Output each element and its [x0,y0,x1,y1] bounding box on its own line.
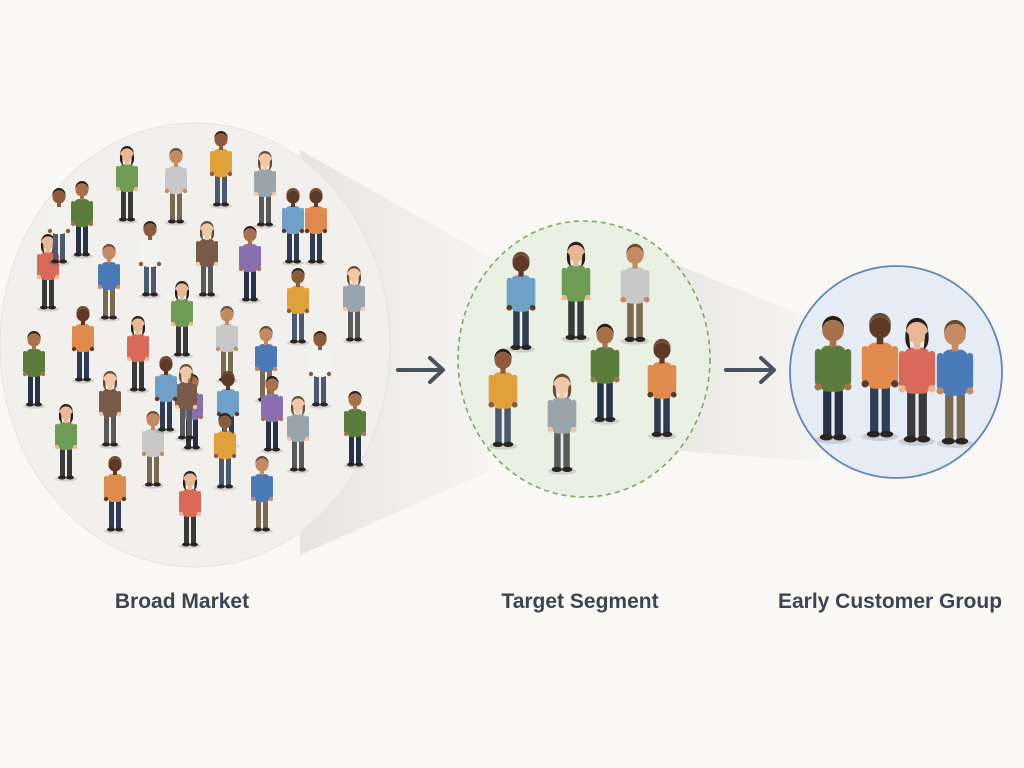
arrow-right-icon [724,356,776,384]
target-segment-people [488,241,677,475]
person-icon [936,319,974,448]
person-icon [488,348,518,450]
person-icon [547,373,577,475]
person-icon [260,376,284,454]
person-icon [620,243,650,345]
person-icon [209,131,233,209]
person-icon [213,413,237,491]
person-icon [343,391,367,469]
person-icon [178,471,202,549]
person-icon [506,251,536,353]
person-icon [342,266,366,344]
person-icon [590,323,620,425]
person-icon [54,404,78,482]
person-icon [174,364,198,442]
funnel-connector-2 [670,262,820,462]
person-icon [647,338,677,440]
person-icon [170,281,194,359]
person-icon [308,331,332,409]
person-icon [22,331,46,409]
early-customer-group-label: Early Customer Group [777,590,1003,613]
person-icon [70,181,94,259]
person-icon [281,188,305,266]
person-icon [71,306,95,384]
person-icon [154,356,178,434]
early-customer-people [814,312,974,448]
person-icon [561,241,591,343]
broad-market-people [22,131,367,549]
person-icon [238,226,262,304]
person-icon [97,244,121,322]
person-icon [898,317,936,446]
person-icon [126,316,150,394]
person-icon [250,456,274,534]
person-icon [304,188,328,266]
person-icon [253,151,277,229]
person-icon [195,221,219,299]
person-icon [115,146,139,224]
person-icon [98,371,122,449]
target-segment-label: Target Segment [501,590,659,613]
person-icon [138,221,162,299]
broad-market-label: Broad Market [114,590,250,613]
person-icon [861,312,899,441]
person-icon [141,411,165,489]
person-icon [286,396,310,474]
person-icon [814,315,852,444]
person-icon [164,148,188,226]
person-icon [286,268,310,346]
arrow-right-icon [396,356,445,384]
person-icon [36,234,60,312]
person-icon [47,188,71,266]
person-icon [103,456,127,534]
